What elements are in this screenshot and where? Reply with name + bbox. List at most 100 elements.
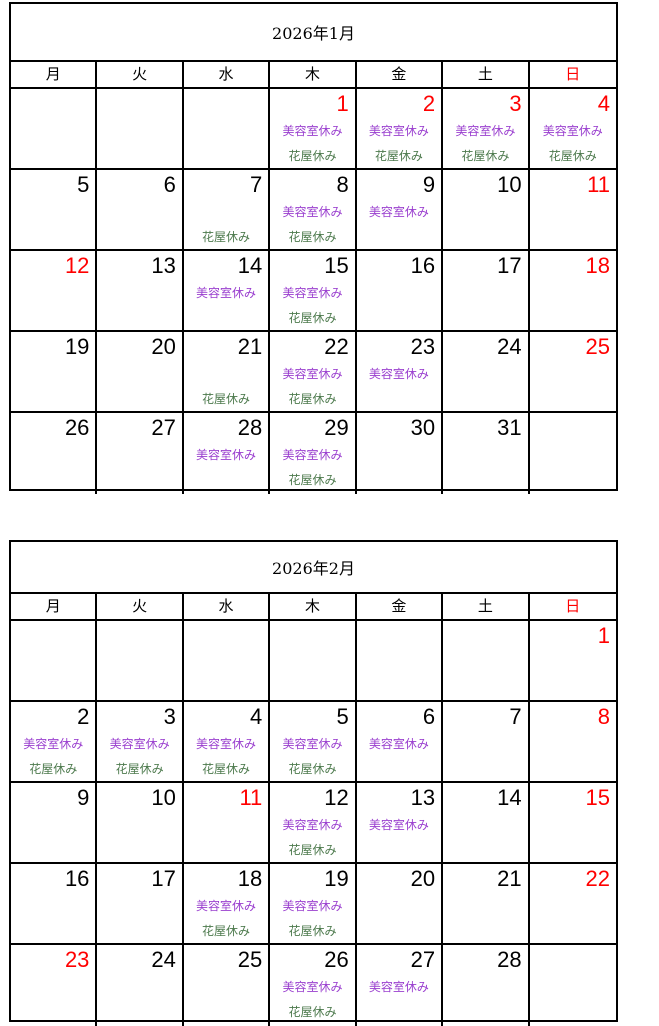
day-cell[interactable]: 6: [97, 170, 184, 249]
day-cell[interactable]: [270, 621, 357, 700]
weekday-label: 土: [443, 594, 530, 619]
day-cell[interactable]: 28: [443, 945, 530, 1026]
day-cell[interactable]: [443, 621, 530, 700]
day-cell[interactable]: [184, 621, 271, 700]
day-cell[interactable]: [97, 621, 184, 700]
day-cell[interactable]: 15: [530, 783, 616, 862]
day-number: 14: [237, 253, 263, 278]
day-cell[interactable]: 5: [11, 170, 98, 249]
day-cell[interactable]: 18: [530, 251, 616, 330]
beauty-salon-closed-note: 美容室休み: [368, 980, 429, 994]
day-cell[interactable]: 10: [443, 170, 530, 249]
day-number: 3: [163, 704, 176, 729]
flower-shop-closed-note: 花屋休み: [288, 149, 337, 163]
day-cell[interactable]: 31: [443, 413, 530, 494]
beauty-salon-closed-note: 美容室休み: [368, 737, 429, 751]
beauty-salon-closed-note: 美容室休み: [196, 448, 257, 462]
day-number: 3: [509, 91, 522, 116]
flower-shop-closed-note: 花屋休み: [202, 392, 251, 406]
day-cell[interactable]: 20: [97, 332, 184, 411]
day-number: 29: [324, 415, 349, 440]
day-number: 12: [324, 785, 349, 810]
day-cell[interactable]: 16: [357, 251, 444, 330]
beauty-salon-closed-note: 美容室休み: [196, 737, 257, 751]
day-cell[interactable]: 16: [11, 864, 98, 943]
beauty-salon-closed-note: 美容室休み: [282, 448, 343, 462]
day-number: 1: [336, 91, 349, 116]
day-cell[interactable]: 26: [11, 413, 98, 494]
day-cell[interactable]: 17: [97, 864, 184, 943]
beauty-salon-closed-note: 美容室休み: [455, 124, 516, 138]
day-number: 10: [497, 172, 522, 197]
flower-shop-closed-note: 花屋休み: [288, 762, 337, 776]
day-cell[interactable]: 10: [97, 783, 184, 862]
day-cell[interactable]: 14: [443, 783, 530, 862]
day-cell[interactable]: [530, 945, 616, 1026]
day-cell[interactable]: [184, 89, 271, 168]
day-cell[interactable]: 9: [11, 783, 98, 862]
day-cell[interactable]: 11: [184, 783, 271, 862]
day-cell[interactable]: 17: [443, 251, 530, 330]
day-cell[interactable]: [530, 413, 616, 494]
day-cell[interactable]: 19: [11, 332, 98, 411]
day-cell[interactable]: 12: [11, 251, 98, 330]
day-cell[interactable]: [11, 621, 98, 700]
day-cell[interactable]: 21: [443, 864, 530, 943]
day-cell[interactable]: 22: [530, 864, 616, 943]
day-cell[interactable]: 11: [530, 170, 616, 249]
day-cell[interactable]: 24: [443, 332, 530, 411]
day-cell[interactable]: 24: [97, 945, 184, 1026]
day-cell[interactable]: 7: [443, 702, 530, 781]
day-cell[interactable]: 27: [97, 413, 184, 494]
day-number: 2: [77, 704, 90, 729]
day-cell[interactable]: 25: [184, 945, 271, 1026]
day-number: 25: [585, 334, 610, 359]
day-number: 7: [250, 172, 263, 197]
flower-shop-closed-note: 花屋休み: [288, 311, 337, 325]
day-cell[interactable]: [11, 89, 98, 168]
day-cell[interactable]: 13: [97, 251, 184, 330]
day-cell[interactable]: [357, 621, 444, 700]
day-cell[interactable]: 23: [11, 945, 98, 1026]
calendar-title: 2026年2月: [11, 542, 616, 594]
beauty-salon-closed-note: 美容室休み: [282, 286, 343, 300]
beauty-salon-closed-note: 美容室休み: [196, 899, 257, 913]
day-cell[interactable]: 25: [530, 332, 616, 411]
day-cell[interactable]: [97, 89, 184, 168]
flower-shop-closed-note: 花屋休み: [374, 149, 423, 163]
day-number: 6: [163, 172, 176, 197]
day-cell[interactable]: 8: [530, 702, 616, 781]
day-cell[interactable]: 30: [357, 413, 444, 494]
day-cell[interactable]: 20: [357, 864, 444, 943]
day-number: 8: [597, 704, 610, 729]
day-cell[interactable]: 1: [530, 621, 616, 700]
